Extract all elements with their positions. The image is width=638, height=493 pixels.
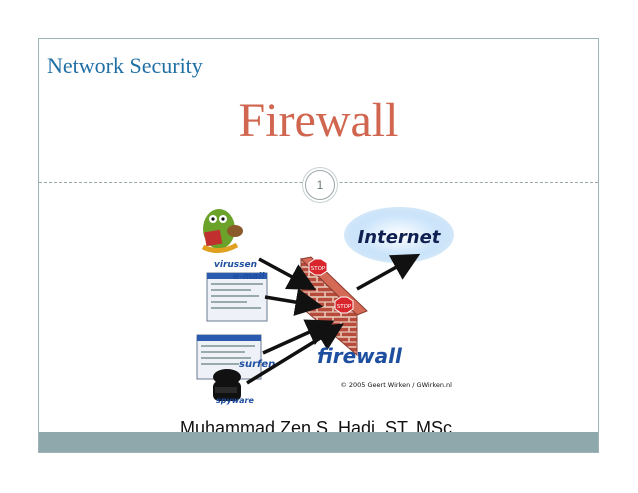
virus-icon: [201, 209, 243, 253]
email-arrow: [264, 288, 324, 316]
firewall-label: firewall: [317, 344, 403, 368]
virussen-label: virussen: [214, 260, 257, 270]
copyright-credit: © 2005 Geert Wirken / GWirken.nl: [340, 381, 452, 389]
footer-bar: [39, 432, 598, 452]
internet-cloud: [344, 207, 454, 263]
stop-label-bottom: STOP: [337, 304, 352, 310]
slide: Network Security Firewall 1 Internet: [38, 38, 599, 453]
spyware-arrow: [246, 323, 344, 385]
page-number: 1: [316, 178, 324, 192]
section-title: Network Security: [47, 53, 203, 78]
slide-title: Firewall: [238, 94, 399, 147]
page-number-badge: 1: [305, 170, 335, 200]
spyware-icon: [213, 369, 241, 401]
stop-label-top: STOP: [311, 266, 326, 272]
virus-arrow: [258, 257, 317, 291]
spyware-label: spyware: [216, 396, 254, 405]
email-label: e-mail: [233, 272, 265, 282]
internet-label: Internet: [358, 227, 442, 248]
stop-sign-icon: STOP: [308, 258, 328, 276]
surfen-label: surfen: [239, 359, 275, 370]
email-window-icon: [206, 272, 268, 322]
stop-sign-icon: STOP: [334, 296, 354, 314]
internet-arrow: [356, 253, 421, 291]
firewall-illustration: Internet virussen e-mail surfen: [196, 207, 454, 405]
